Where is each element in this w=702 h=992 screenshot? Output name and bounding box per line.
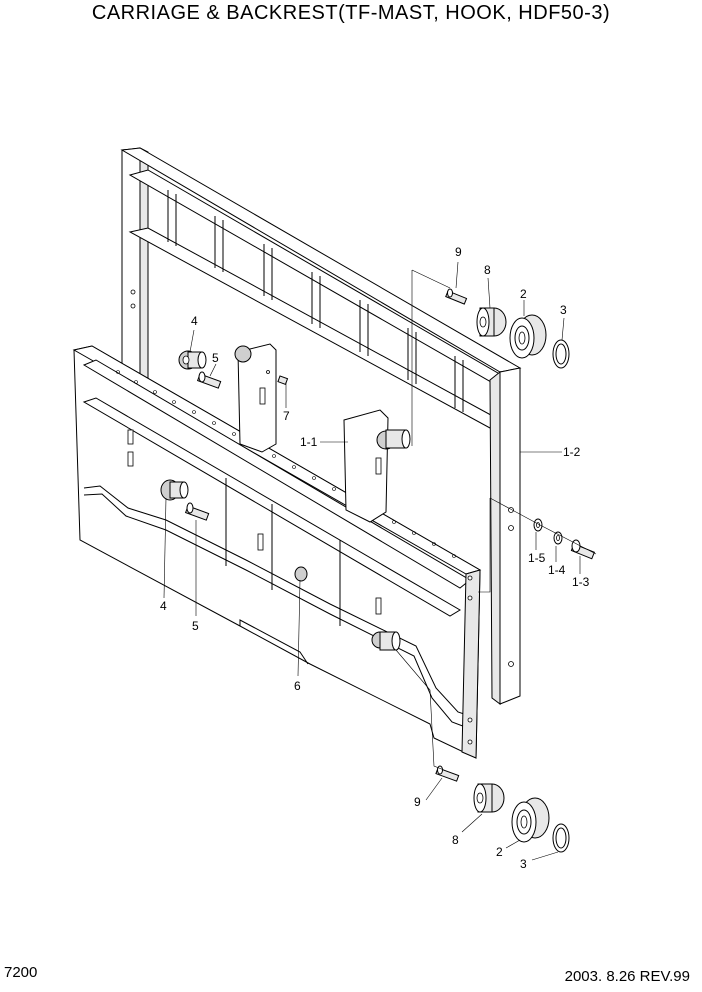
pin-9-top	[445, 288, 468, 305]
callout-2-top: 2	[520, 287, 527, 301]
revision-date: 2003. 8.26 REV.99	[564, 968, 690, 985]
roller-4-lower	[160, 479, 189, 501]
callout-8-top: 8	[484, 263, 491, 277]
callout-5-top: 5	[212, 351, 219, 365]
callout-6: 6	[294, 679, 301, 693]
callout-9-top: 9	[455, 245, 462, 259]
callout-4-top: 4	[191, 314, 198, 328]
roller-4-upper	[178, 350, 207, 370]
hook-bracket-right	[343, 409, 411, 523]
callout-8-bottom: 8	[452, 833, 459, 847]
callout-7: 7	[283, 409, 290, 423]
callout-5-bottom: 5	[192, 619, 199, 633]
bolt-5-lower	[184, 502, 210, 521]
pin-9-bottom	[435, 765, 460, 782]
snap-ring-3-bottom	[552, 823, 570, 853]
bolt-5-upper	[196, 371, 222, 389]
washer-1-5	[533, 518, 543, 532]
washer-1-4	[553, 531, 563, 545]
callout-1-5: 1-5	[528, 551, 546, 565]
callout-9-bottom: 9	[414, 795, 421, 809]
hook-bracket-left	[234, 343, 277, 453]
carriage-lower-roller	[371, 631, 401, 651]
page-number: 7200	[4, 964, 38, 981]
callout-3-top: 3	[560, 303, 567, 317]
snap-ring-3-top	[552, 339, 570, 369]
callout-1-3: 1-3	[572, 575, 590, 589]
nut-6	[294, 566, 308, 582]
callout-2-bottom: 2	[496, 845, 503, 859]
bearing-2-top	[509, 314, 547, 359]
page-title: CARRIAGE & BACKREST(TF-MAST, HOOK, HDF50…	[91, 2, 611, 24]
backrest-frame	[120, 147, 522, 705]
callout-1-4: 1-4	[548, 563, 566, 577]
bolt-1-3	[570, 539, 596, 560]
callout-1-1: 1-1	[300, 435, 318, 449]
callout-1-2: 1-2	[563, 445, 581, 459]
bushing-8-top	[476, 307, 507, 337]
carriage-plate	[72, 345, 482, 759]
pin-7	[277, 375, 289, 386]
leader-lines	[163, 261, 597, 861]
callout-4-bottom: 4	[160, 599, 167, 613]
bushing-8-bottom	[473, 783, 505, 813]
callout-3-bottom: 3	[520, 857, 527, 871]
bearing-2-bottom	[511, 797, 550, 843]
